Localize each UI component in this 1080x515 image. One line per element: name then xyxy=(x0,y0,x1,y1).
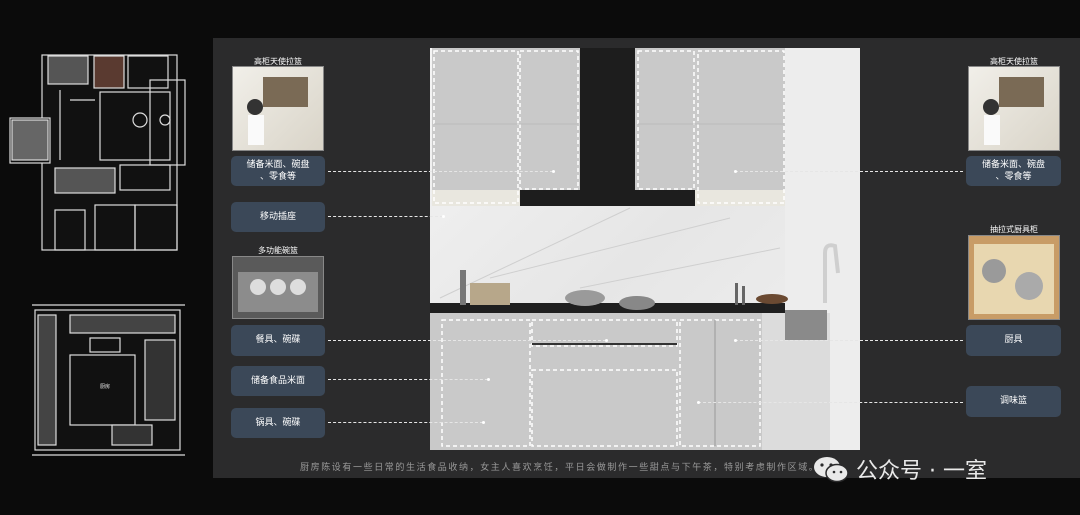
leader-line xyxy=(328,171,553,172)
leader-dot xyxy=(487,378,490,381)
left-top-title: 高柜天使拉篮 xyxy=(254,57,302,66)
tableware-label: 餐具、碗碟 xyxy=(231,325,325,356)
leader-dot xyxy=(482,421,485,424)
floor-plan-drawing: 厨房 xyxy=(9,54,186,456)
leader-line xyxy=(698,402,963,403)
left-mid-title: 多功能碗篮 xyxy=(258,246,298,255)
right-pullout-basket-photo xyxy=(968,66,1060,151)
watermark: 公众号 · 一室 xyxy=(812,453,987,485)
cookware-label: 锅具、碗碟 xyxy=(231,408,325,438)
food-storage-label: 储备食品米面 xyxy=(231,366,325,396)
floor-plan-area: 厨房 xyxy=(0,0,200,515)
leader-line xyxy=(328,422,483,423)
leader-dot xyxy=(697,401,700,404)
leader-line xyxy=(328,379,488,380)
left-pullout-basket-photo xyxy=(232,66,324,151)
kitchen-elevation xyxy=(430,48,860,450)
leader-dot xyxy=(734,339,737,342)
cookware-cabinet-image xyxy=(974,244,1054,314)
multi-function-basket-photo xyxy=(232,256,324,319)
woman-kitchen-image-right xyxy=(983,77,1044,145)
leader-dot xyxy=(605,339,608,342)
leader-line xyxy=(328,340,606,341)
watermark-text: 公众号 · 一室 xyxy=(856,459,987,484)
leader-line xyxy=(735,340,963,341)
leader-line xyxy=(735,171,963,172)
bowl-basket-image xyxy=(238,272,318,312)
leader-dot xyxy=(442,215,445,218)
leader-dot xyxy=(552,170,555,173)
right-top-title: 高柜天使拉篮 xyxy=(990,57,1038,66)
caption-text: 厨房陈设有一些日常的生活食品收纳，女主人喜欢烹饪，平日会做制作一些甜点与下午茶，… xyxy=(300,463,820,473)
seasoning-label: 调味篮 xyxy=(966,386,1061,417)
left-storage-label: 储备米面、碗盘 、零食等 xyxy=(231,156,325,186)
pullout-cookware-cabinet-photo xyxy=(968,235,1060,320)
wechat-icon xyxy=(814,457,849,483)
leader-line xyxy=(328,216,443,217)
plan-room-label: 厨房 xyxy=(100,383,110,390)
socket-label: 移动插座 xyxy=(231,202,325,232)
right-mid-title: 抽拉式厨具柜 xyxy=(990,225,1038,234)
right-storage-label: 储备米面、碗盘 、零食等 xyxy=(966,156,1061,186)
kitchenware-label: 厨具 xyxy=(966,325,1061,356)
leader-dot xyxy=(734,170,737,173)
woman-kitchen-image xyxy=(247,77,308,145)
